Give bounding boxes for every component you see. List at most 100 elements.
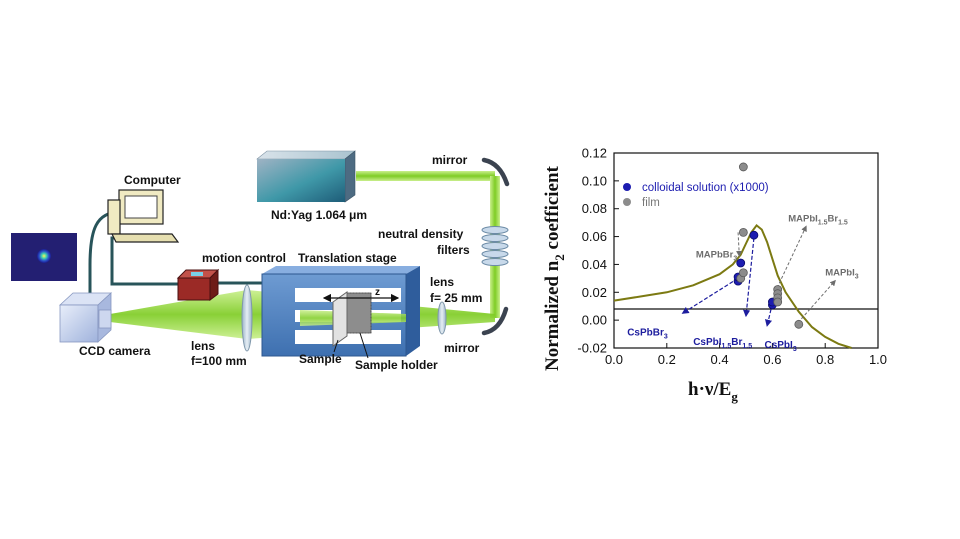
sample-label: Sample — [299, 352, 342, 366]
x-tick-label: 0.2 — [658, 352, 676, 367]
ccd-camera — [58, 292, 113, 343]
z-axis-label: z — [375, 287, 380, 298]
label-mapbi-br-arrow — [774, 225, 807, 293]
y-axis-title: Normalized n2 coefficient — [542, 165, 567, 371]
label-mapbbr3: MAPbBr3 — [696, 249, 737, 262]
model-curve — [613, 223, 852, 349]
colloidal-point — [736, 258, 746, 268]
film-point — [738, 162, 748, 172]
label-cspbi-br-sub: 1.5 — [722, 343, 732, 350]
mirror-bottom — [481, 306, 509, 336]
x-tick-label: 1.0 — [869, 352, 887, 367]
label-cspbi-br-arrow — [743, 237, 755, 318]
label-mapbbr3-sub: 3 — [733, 255, 737, 262]
y-tick-label: 0.02 — [582, 285, 607, 300]
y-tick-label: 0.04 — [582, 257, 607, 272]
y-axis-title-sub: 2 — [552, 254, 567, 261]
label-cspbbr3-text: CsPbBr — [627, 327, 664, 338]
y-axis-title-rest: coefficient — [542, 165, 563, 254]
y-axis-title-main: Normalized n — [542, 260, 563, 371]
film-point — [794, 319, 804, 329]
label-mapbi3-arrow — [801, 279, 836, 320]
x-tick-label: 0.0 — [605, 352, 623, 367]
ccd-image-spot — [37, 249, 51, 263]
label-mapbi-br-text2: Br — [828, 213, 839, 224]
x-tick-label: 0.4 — [711, 352, 729, 367]
translation-stage-label: Translation stage — [298, 251, 397, 265]
label-mapbi3: MAPbI3 — [825, 268, 859, 281]
film-point — [738, 227, 748, 237]
laser-source — [256, 150, 356, 203]
legend-marker-colloidal — [623, 183, 631, 191]
film-point — [773, 297, 783, 307]
data-points — [733, 162, 804, 329]
motion-control-label: motion control — [202, 251, 286, 265]
label-mapbi3-text: MAPbI — [825, 268, 855, 279]
nd-filters-label-2: filters — [437, 243, 470, 257]
label-cspbbr3: CsPbBr3 — [627, 327, 668, 340]
lens-left — [241, 284, 253, 352]
cable-computer-motion — [110, 236, 180, 286]
mirror-top — [481, 157, 510, 187]
x-axis-title-main: h·ν/E — [688, 379, 731, 400]
y-tick-label: 0.06 — [582, 229, 607, 244]
legend: colloidal solution (x1000) film — [623, 182, 769, 209]
legend-label-colloidal: colloidal solution (x1000) — [642, 182, 769, 194]
computer-label: Computer — [124, 173, 181, 187]
colloidal-point — [749, 230, 759, 240]
label-cspbi3-sub: 3 — [793, 346, 797, 353]
label-mapbbr3-arrow — [736, 232, 743, 257]
x-axis-title-sub: g — [731, 389, 738, 404]
sample-leader — [333, 339, 339, 353]
lens-right-label-2: f= 25 mm — [430, 291, 482, 305]
label-cspbbr3-arrow — [681, 277, 739, 314]
label-mapbi-br-sub: 1.5 — [818, 219, 828, 226]
label-cspbi3: CsPbI3 — [764, 340, 796, 353]
y-tick-label: -0.02 — [577, 341, 607, 356]
sample-holder-leader — [359, 332, 369, 359]
ccd-camera-label: CCD camera — [79, 344, 151, 358]
sample-plate — [332, 291, 348, 347]
computer-icon — [107, 189, 180, 243]
plot-frame — [613, 152, 879, 349]
label-mapbi-br-text: MAPbI — [788, 213, 818, 224]
motion-control-box — [176, 268, 220, 301]
lens-left-label-1: lens — [191, 339, 215, 353]
film-point — [738, 268, 748, 278]
label-cspbi3-text: CsPbI — [764, 340, 793, 351]
label-cspbi-br: CsPbI1.5Br1.5 — [693, 337, 752, 350]
neutral-density-filters — [481, 226, 509, 266]
laser-beam-top — [356, 171, 495, 181]
lens-right-label-1: lens — [430, 275, 454, 289]
sample-holder — [346, 292, 372, 334]
y-tick-label: 0.12 — [582, 146, 607, 161]
label-mapbi-br-sub2: 1.5 — [838, 219, 848, 226]
y-tick-label: 0.08 — [582, 201, 607, 216]
label-cspbbr3-sub: 3 — [664, 333, 668, 340]
y-tick-label: 0.10 — [582, 173, 607, 188]
label-cspbi-br-text: CsPbI — [693, 337, 722, 348]
setup-diagram: Computer motion control Translation stag… — [11, 150, 510, 372]
sample-holder-label: Sample holder — [355, 358, 438, 372]
mirror-bottom-label: mirror — [444, 341, 480, 355]
legend-marker-film — [623, 198, 631, 206]
lens-left-label-2: f=100 mm — [191, 354, 247, 368]
laser-label: Nd:Yag 1.064 μm — [271, 208, 367, 222]
x-axis-title: h·ν/Eg — [688, 379, 738, 404]
label-mapbbr3-text: MAPbBr — [696, 249, 734, 260]
legend-label-film: film — [642, 197, 660, 209]
lens-right — [437, 301, 447, 335]
annotations: MAPbBr3MAPbI1.5Br1.5MAPbI3CsPbBr3CsPbI1.… — [627, 213, 859, 353]
nd-filters-label-1: neutral density — [378, 227, 464, 241]
x-tick-label: 0.6 — [763, 352, 781, 367]
label-cspbi-br-sub2: 1.5 — [742, 343, 752, 350]
x-tick-label: 0.8 — [816, 352, 834, 367]
mirror-top-label: mirror — [432, 153, 468, 167]
label-mapbi-br: MAPbI1.5Br1.5 — [788, 213, 848, 226]
label-cspbi-br-text2: Br — [731, 337, 742, 348]
label-mapbi3-sub: 3 — [855, 274, 859, 281]
